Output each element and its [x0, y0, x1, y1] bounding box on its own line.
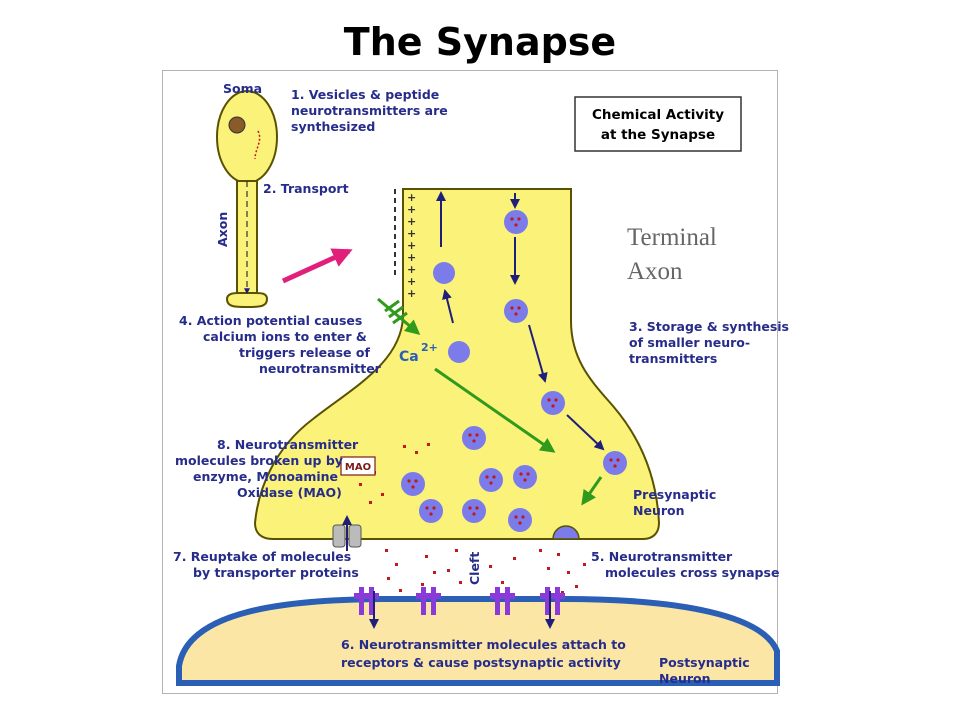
step6-line2: receptors & cause postsynaptic activity	[341, 655, 621, 670]
synapse-diagram: +++ +++ +++	[162, 70, 789, 694]
svg-text:+: +	[407, 203, 416, 216]
step1-line1: 1. Vesicles & peptide	[291, 87, 439, 102]
vesicles	[401, 210, 627, 540]
terminal-label-line2: Axon	[627, 258, 683, 285]
receptor-icon	[354, 587, 379, 629]
vesicle	[448, 341, 470, 363]
step8-line2: molecules broken up by	[175, 453, 343, 468]
presynaptic-label-line2: Neuron	[633, 503, 685, 518]
soma-neuron	[216, 90, 278, 308]
cleft-label: Cleft	[467, 552, 482, 585]
step7-line1: 7. Reuptake of molecules	[173, 549, 351, 564]
calcium-trigger-arrow	[434, 367, 556, 453]
vesicle-filled	[462, 426, 486, 450]
svg-text:+: +	[407, 287, 416, 300]
svg-text:+: +	[407, 227, 416, 240]
svg-text:+: +	[407, 191, 416, 204]
postsynaptic-label-line2: Neuron	[659, 671, 711, 686]
vesicle-down-arrow-4	[566, 414, 605, 451]
reuptake-transporter-icon	[332, 515, 362, 551]
receptors	[354, 587, 565, 629]
step8-line1: 8. Neurotransmitter	[217, 437, 359, 452]
vesicle-filled	[504, 299, 528, 323]
step8-line4: Oxidase (MAO)	[237, 485, 342, 500]
vesicle-down-arrow-3	[528, 324, 548, 383]
svg-text:+: +	[407, 263, 416, 276]
calcium-channel-icon	[384, 299, 408, 325]
vesicle-filled	[479, 468, 503, 492]
svg-text:+: +	[407, 251, 416, 264]
step7-line2: by transporter proteins	[193, 565, 359, 580]
step1-line2: neurotransmitters are	[291, 103, 448, 118]
vesicle-up-arrow-2	[442, 289, 454, 324]
vesicle-filled	[462, 499, 486, 523]
step4-line4: neurotransmitter	[259, 361, 382, 376]
terminal-label-line1: Terminal	[627, 224, 717, 251]
vesicle-filled	[541, 391, 565, 415]
mao-enzyme-box	[340, 456, 376, 476]
step5-line2: molecules cross synapse	[605, 565, 779, 580]
step3-line3: transmitters	[629, 351, 717, 366]
page-title: The Synapse	[343, 20, 617, 64]
step6-line1: 6. Neurotransmitter molecules attach to	[341, 637, 626, 652]
step2: 2. Transport	[263, 181, 349, 196]
ca-label: Ca	[399, 349, 419, 365]
vesicle-filled	[419, 499, 443, 523]
vesicle-filled	[401, 472, 425, 496]
step3-line1: 3. Storage & synthesis	[629, 319, 789, 334]
vesicle-filled	[508, 508, 532, 532]
step4-line1: 4. Action potential causes	[179, 313, 362, 328]
postsynaptic-label-line1: Postsynaptic	[659, 655, 750, 670]
pink-arrow	[281, 248, 353, 284]
receptor-icon	[490, 587, 515, 615]
step4-line2: calcium ions to enter &	[203, 329, 367, 344]
release-arrow	[581, 476, 603, 506]
soma-label: Soma	[223, 81, 262, 96]
step3-line2: of smaller neuro-	[629, 335, 750, 350]
step5-line1: 5. Neurotransmitter	[591, 549, 733, 564]
presynaptic-label-line1: Presynaptic	[633, 487, 716, 502]
svg-text:+: +	[407, 275, 416, 288]
vesicle-fusing	[552, 525, 580, 540]
presynaptic-terminal	[253, 188, 661, 540]
step8-line3: enzyme, Monoamine	[193, 469, 338, 484]
calcium-entry-arrow	[377, 297, 421, 335]
receptor-icon	[416, 587, 441, 615]
postsynaptic-neuron-body	[176, 596, 780, 686]
step1-line3: synthesized	[291, 119, 375, 134]
axon-label: Axon	[215, 212, 230, 247]
vesicle-filled	[504, 210, 528, 234]
box-title-line2: at the Synapse	[601, 127, 715, 143]
vesicle-filled	[603, 451, 627, 475]
receptor-icon	[540, 587, 565, 629]
chemical-activity-box	[574, 96, 742, 152]
vesicle	[433, 262, 455, 284]
membrane-charge-plus-signs: +++ +++ +++	[407, 191, 416, 300]
svg-text:+: +	[407, 215, 416, 228]
ca-charge: 2+	[421, 341, 438, 354]
box-title-line1: Chemical Activity	[592, 107, 724, 123]
vesicle-filled	[513, 465, 537, 489]
neurotransmitter-dots	[359, 443, 586, 594]
step4-line3: triggers release of	[239, 345, 370, 360]
mao-label: MAO	[345, 462, 371, 473]
svg-text:+: +	[407, 239, 416, 252]
